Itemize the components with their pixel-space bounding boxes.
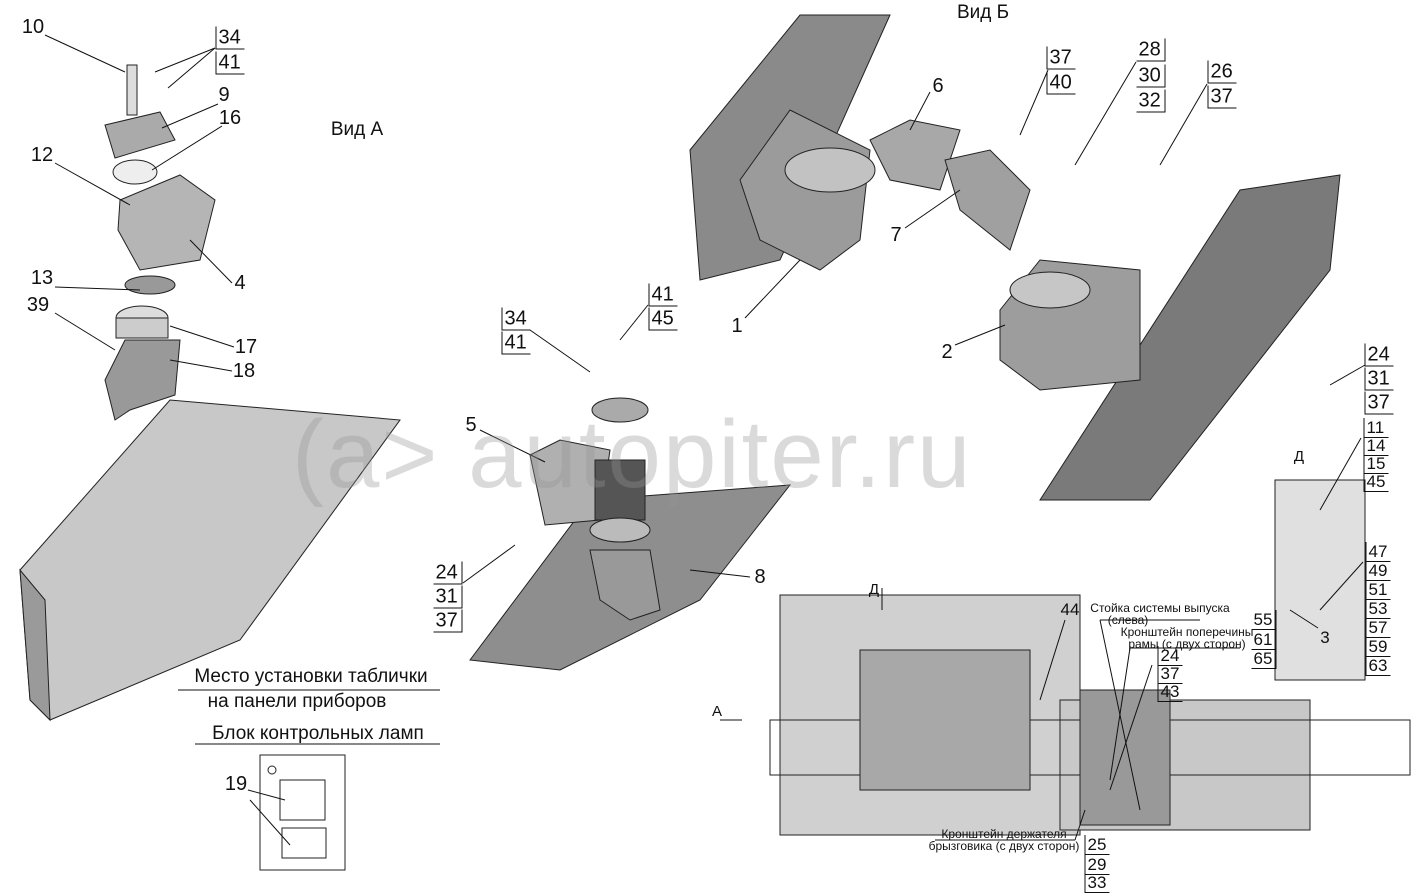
note-exhaust-line1: Стойка системы выпуска: [1090, 601, 1230, 615]
callout-15: 15: [1363, 454, 1389, 474]
view-a-title: Вид А: [330, 119, 384, 140]
callout-34: 34: [215, 26, 245, 50]
ring-16: [112, 159, 158, 185]
bracket-4: [117, 174, 216, 271]
callout-24-engine: 24: [1157, 646, 1183, 666]
warning-lamp-block-label: Блок контрольных ламп: [212, 723, 424, 744]
note-crossmember-line2: рамы (с двух сторон): [1128, 637, 1246, 651]
view-d-label: Д: [1293, 448, 1305, 465]
bracket-18: [104, 339, 181, 421]
callout-34-mid: 34: [501, 307, 531, 331]
callout-9: 9: [218, 84, 230, 106]
note-mudguard-line2: брызговика (с двух сторон): [928, 839, 1080, 853]
callout-3: 3: [1320, 628, 1330, 647]
callout-47: 47: [1365, 542, 1391, 562]
callout-31-mid: 31: [433, 585, 463, 609]
callout-5: 5: [465, 414, 477, 436]
callout-37-mid: 37: [433, 609, 463, 633]
callout-44: 44: [1060, 600, 1080, 619]
callout-43-engine: 43: [1157, 682, 1183, 702]
callout-8: 8: [754, 566, 766, 588]
callout-19: 19: [224, 773, 248, 795]
callout-16: 16: [218, 107, 242, 129]
callout-37b: 37: [1207, 85, 1237, 109]
callout-24-mid: 24: [433, 561, 463, 585]
callout-2: 2: [941, 341, 953, 363]
detail-d: [1274, 479, 1366, 681]
view-b-title: Вид Б: [956, 2, 1010, 23]
callout-41-mid-b: 41: [648, 283, 678, 307]
frame-rail-b2: [1039, 174, 1341, 501]
callout-14: 14: [1363, 436, 1389, 456]
callout-6: 6: [932, 75, 944, 97]
callout-25: 25: [1084, 835, 1110, 855]
callout-37: 37: [1046, 46, 1076, 70]
cushion-9: [104, 111, 176, 159]
note-mudguard-line1: Кронштейн держателя: [941, 827, 1067, 841]
callout-49: 49: [1365, 561, 1391, 581]
callout-63: 63: [1365, 656, 1391, 676]
callout-29: 29: [1084, 855, 1110, 875]
callout-55: 55: [1251, 610, 1277, 630]
bracket-7: [944, 149, 1031, 251]
note-crossmember-line1: Кронштейн поперечины: [1120, 625, 1254, 639]
callout-45: 45: [1363, 472, 1389, 492]
callout-13: 13: [30, 267, 54, 289]
callout-18: 18: [232, 360, 256, 382]
note-exhaust-line2: (слева): [1107, 613, 1149, 627]
stud-10: [126, 64, 138, 116]
callout-32: 32: [1136, 89, 1166, 113]
callout-39: 39: [26, 294, 50, 316]
callout-4: 4: [234, 272, 246, 294]
callout-30: 30: [1136, 64, 1166, 88]
callout-41: 41: [215, 51, 245, 75]
callout-28: 28: [1136, 38, 1166, 62]
plate-note-line1: Место установки таблички: [194, 666, 428, 687]
callout-57: 57: [1365, 618, 1391, 638]
callout-17: 17: [234, 336, 258, 358]
plate-note-line2: на панели приборов: [207, 691, 387, 712]
callout-24-right: 24: [1364, 343, 1394, 367]
callout-12: 12: [30, 144, 54, 166]
callout-10: 10: [21, 16, 45, 38]
watermark-text: autopiter.ru: [468, 401, 973, 508]
callout-41-mid: 41: [501, 331, 531, 355]
callout-1: 1: [731, 315, 743, 337]
callout-59: 59: [1365, 637, 1391, 657]
callout-45-mid: 45: [648, 307, 678, 331]
view-a-arrow-label: А: [711, 703, 723, 720]
callout-11: 11: [1363, 418, 1389, 438]
callout-40: 40: [1046, 71, 1076, 95]
callout-37-right: 37: [1364, 391, 1394, 415]
callout-51: 51: [1365, 580, 1391, 600]
callout-7: 7: [890, 224, 902, 246]
callout-31-right: 31: [1364, 367, 1394, 391]
callout-61: 61: [1251, 630, 1277, 650]
callout-65: 65: [1251, 649, 1277, 669]
callout-37-engine: 37: [1157, 664, 1183, 684]
callout-33: 33: [1084, 873, 1110, 893]
callout-53: 53: [1365, 599, 1391, 619]
bracket-6: [869, 119, 961, 191]
watermark-logo: (a> autopiter.ru: [292, 401, 973, 508]
view-d-arrow-label: Д: [868, 581, 880, 598]
callout-26: 26: [1207, 60, 1237, 84]
